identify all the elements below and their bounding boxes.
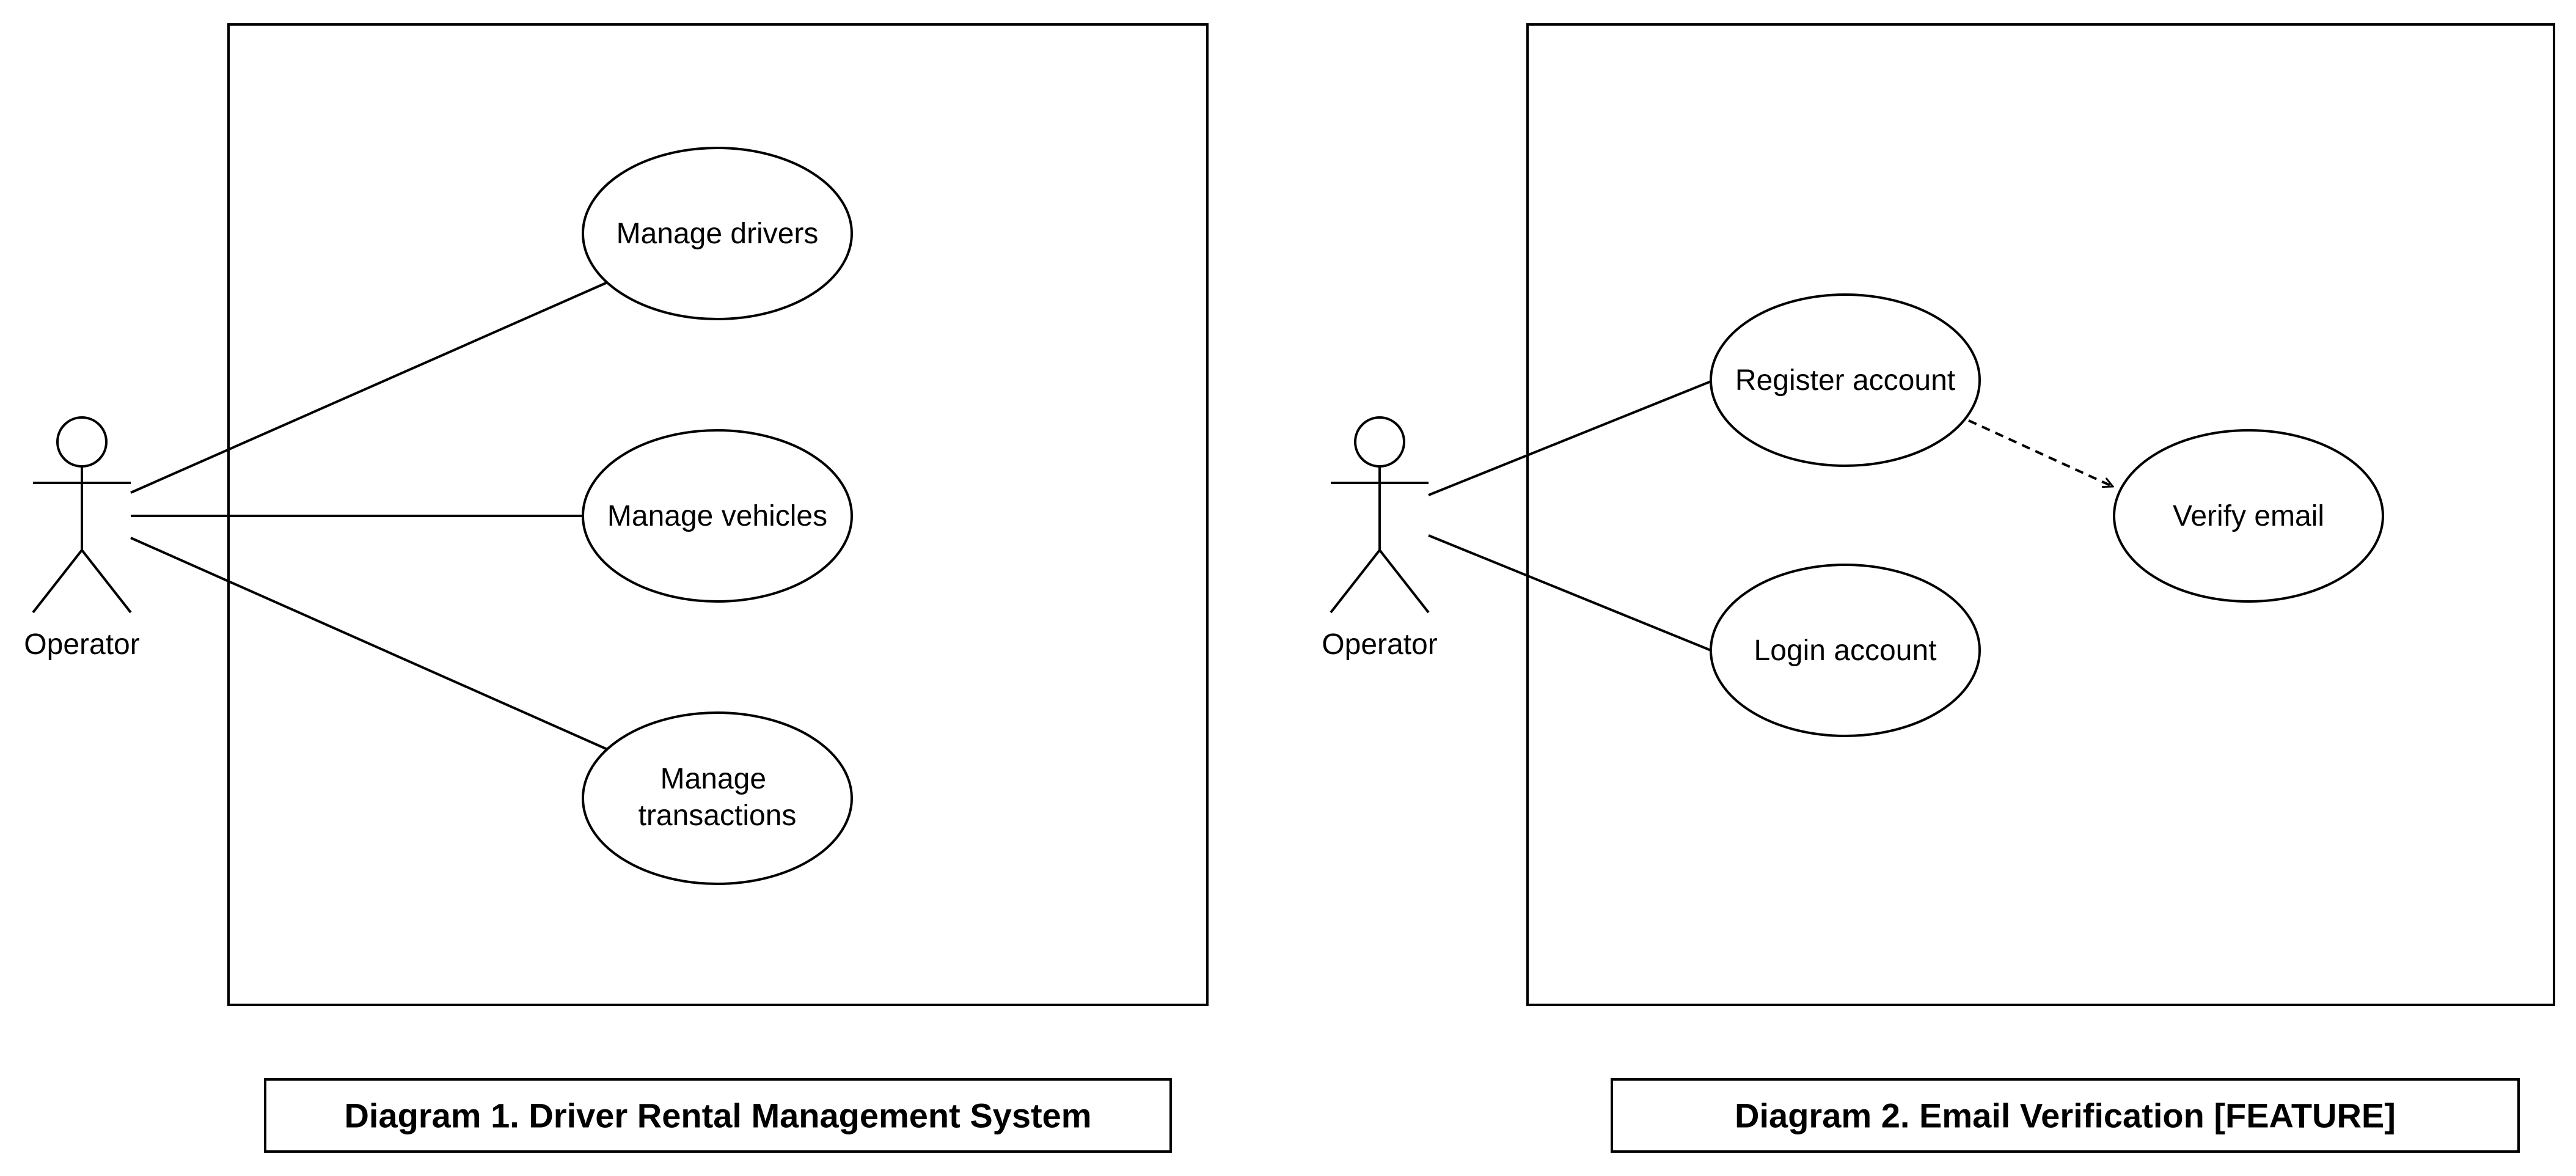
association-manage-drivers [130, 281, 608, 494]
actor-right-leg [81, 549, 132, 614]
actor-head [1354, 416, 1405, 468]
association-register-account [1428, 380, 1711, 496]
associations-1 [130, 281, 608, 751]
actor-operator-1 [32, 416, 132, 614]
association-login-account [1428, 534, 1711, 652]
dependency-arrow-register-to-verify [1968, 419, 2113, 487]
actor-label-1: Operator [24, 628, 139, 661]
use-case-label-manage-vehicles: Manage vehicles [607, 500, 827, 532]
use-case-label-line: Manage vehicles [607, 500, 827, 532]
association-manage-transactions [130, 537, 608, 751]
use-case-label-line: Manage drivers [617, 218, 819, 250]
use-case-label-line: Register account [1735, 364, 1955, 397]
actor-label-2: Operator [1322, 628, 1437, 661]
actor-left-leg [1330, 549, 1381, 614]
diagram-2: Operator Register account Login account … [1322, 23, 2555, 1153]
actor-right-leg [1378, 549, 1430, 614]
caption-box-1 [264, 1078, 1172, 1153]
caption-2: Diagram 2. Email Verification [FEATURE] [1735, 1097, 2396, 1135]
use-case-manage-vehicles [582, 429, 853, 603]
actor-operator-2 [1330, 416, 1430, 614]
associations-2 [1428, 380, 1711, 652]
use-case-register-account [1710, 293, 1981, 467]
use-case-manage-transactions [582, 711, 853, 885]
use-case-label-line: transactions [639, 799, 797, 832]
caption-box-2 [1611, 1078, 2520, 1153]
use-case-label-verify-email: Verify email [2173, 500, 2324, 532]
diagram-1: Operator Manage drivers Manage vehicles … [24, 23, 1209, 1153]
use-case-label-manage-drivers: Manage drivers [617, 218, 819, 250]
use-case-login-account [1710, 564, 1981, 737]
use-case-label-line: Verify email [2173, 500, 2324, 532]
system-boundary-2 [1526, 23, 2555, 1006]
use-case-label-line: Login account [1754, 634, 1937, 667]
actor-left-leg [32, 549, 83, 614]
use-case-label-register-account: Register account [1735, 364, 1955, 397]
use-case-label-manage-transactions: Manage transactions [639, 763, 797, 832]
use-case-verify-email [2113, 429, 2384, 603]
use-case-label-login-account: Login account [1754, 634, 1937, 667]
use-case-manage-drivers [582, 147, 853, 320]
use-case-label-line: Manage [660, 763, 766, 795]
actor-head [56, 416, 108, 468]
caption-1: Diagram 1. Driver Rental Management Syst… [344, 1097, 1091, 1135]
